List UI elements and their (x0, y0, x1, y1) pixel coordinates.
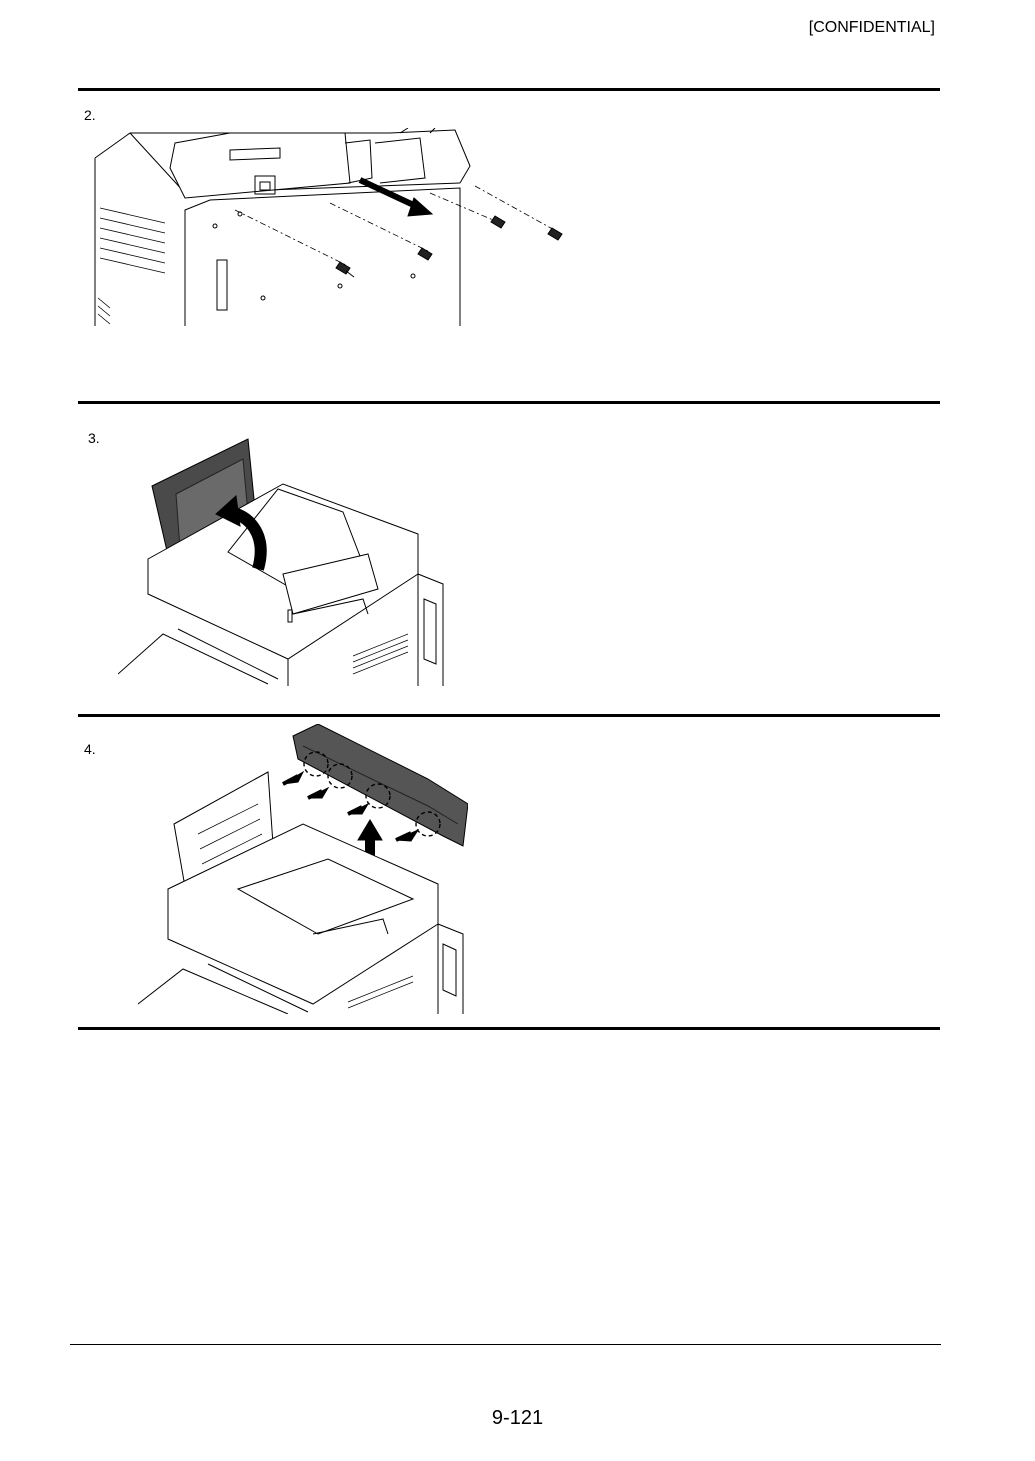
figure-step-2 (90, 128, 590, 326)
confidential-label: [CONFIDENTIAL] (808, 19, 935, 36)
step-number: 2. (84, 107, 96, 123)
figure-step-4 (138, 724, 468, 1014)
page-number: 9-121 (491, 1407, 544, 1429)
figure-step-3 (118, 434, 448, 686)
section-divider (78, 1027, 940, 1030)
step-number: 4. (84, 741, 96, 757)
footer-divider (70, 1344, 941, 1345)
section-divider (78, 401, 940, 404)
step-number: 3. (88, 430, 100, 446)
section-divider (78, 714, 940, 717)
section-divider (78, 88, 940, 91)
